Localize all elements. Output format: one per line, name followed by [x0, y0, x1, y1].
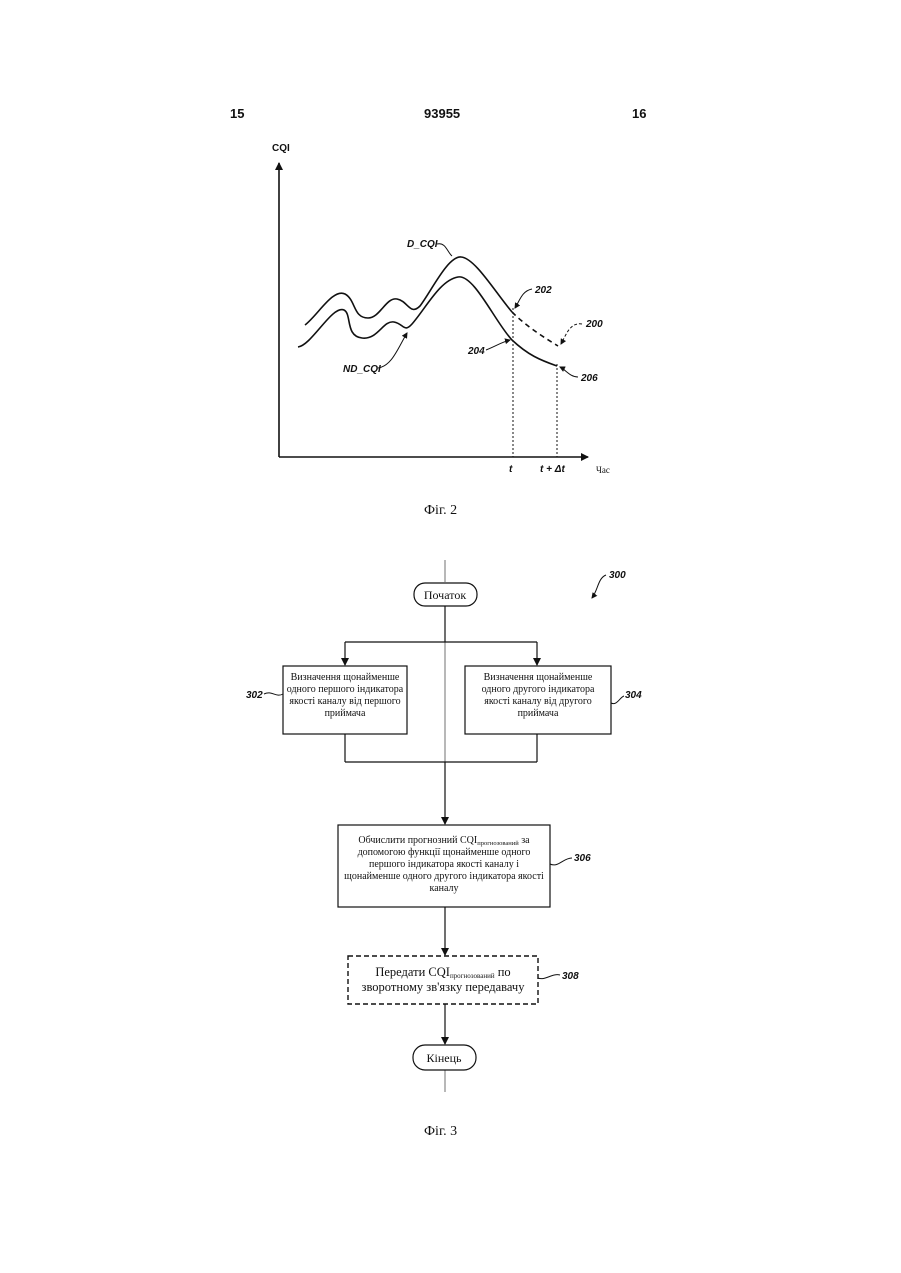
box-306-line-5: каналу: [429, 883, 458, 894]
ref-302-leader: [264, 693, 283, 695]
box-302-line-4: приймача: [325, 708, 366, 719]
ref-206-label: 206: [580, 373, 598, 384]
tick-label-t: t: [509, 464, 513, 475]
y-axis-label: CQI: [272, 143, 290, 154]
ref-304-label: 304: [625, 690, 642, 701]
d-cqi-label: D_CQI: [407, 239, 438, 250]
ref-306-label: 306: [574, 853, 591, 864]
ref-200-leader: [561, 324, 582, 344]
box-306-line-3: першого індикатора якості каналу і: [369, 859, 519, 870]
ref-202-label: 202: [534, 285, 552, 296]
ref-306-leader: [550, 858, 572, 865]
ref-206-leader: [560, 367, 578, 377]
box-308-line-1-sub: прогнозований: [450, 972, 495, 980]
ref-202-leader: [515, 289, 532, 308]
tick-label-t-dt: t + Δt: [540, 464, 565, 475]
box-304-line-1: Визначення щонайменше: [484, 672, 593, 683]
ref-302-label: 302: [246, 690, 263, 701]
box-306-line-1-post: за: [519, 835, 530, 846]
end-terminal-label: Кінець: [427, 1051, 463, 1065]
box-306-line-1-sub: прогнозований: [477, 840, 519, 847]
box-308-line-1-pre: Передати CQI: [375, 965, 450, 979]
d-cqi-curve: [305, 257, 512, 325]
nd-cqi-label: ND_CQI: [343, 364, 381, 375]
box-302-line-3: якості каналу від першого: [289, 696, 400, 707]
box-304-line-4: приймача: [518, 708, 559, 719]
fig2-graph: CQI Час D_CQI ND_CQI 202 200 204 206 t t…: [272, 143, 610, 475]
box-304-line-2: одного другого індикатора: [482, 684, 595, 695]
nd-cqi-leader: [378, 333, 407, 368]
box-302-line-1: Визначення щонайменше: [291, 672, 400, 683]
ref-204-leader: [486, 340, 510, 350]
box-302-line-2: одного першого індикатора: [287, 684, 404, 695]
ref-308-label: 308: [562, 971, 579, 982]
fig2-caption: Фіг. 2: [424, 503, 457, 518]
nd-cqi-curve: [298, 277, 557, 366]
box-306-line-4: щонайменше одного другого індикатора яко…: [344, 871, 544, 882]
predicted-cqi-dashed-curve: [512, 312, 558, 346]
box-308-line-1-post: по: [495, 965, 511, 979]
box-308-line-2: зворотному зв'язку передавачу: [362, 980, 526, 994]
ref-204-label: 204: [467, 346, 485, 357]
d-cqi-leader: [437, 244, 452, 256]
fig3-flowchart: Початок 300 Визначення щонайменше одного…: [246, 560, 642, 1092]
fig3-caption: Фіг. 3: [424, 1124, 457, 1139]
box-306-line-2: допомогою функції щонайменше одного: [358, 847, 531, 858]
start-terminal-label: Початок: [424, 588, 466, 602]
box-306-line-1-pre: Обчислити прогнозний CQI: [358, 835, 477, 846]
ref-304-leader: [611, 696, 624, 704]
box-304-line-3: якості каналу від другого: [484, 696, 592, 707]
ref-200-label: 200: [585, 319, 603, 330]
ref-300-label: 300: [609, 570, 626, 581]
ref-308-leader: [538, 975, 560, 979]
x-axis-label: Час: [596, 465, 610, 475]
ref-300-leader: [592, 575, 606, 598]
